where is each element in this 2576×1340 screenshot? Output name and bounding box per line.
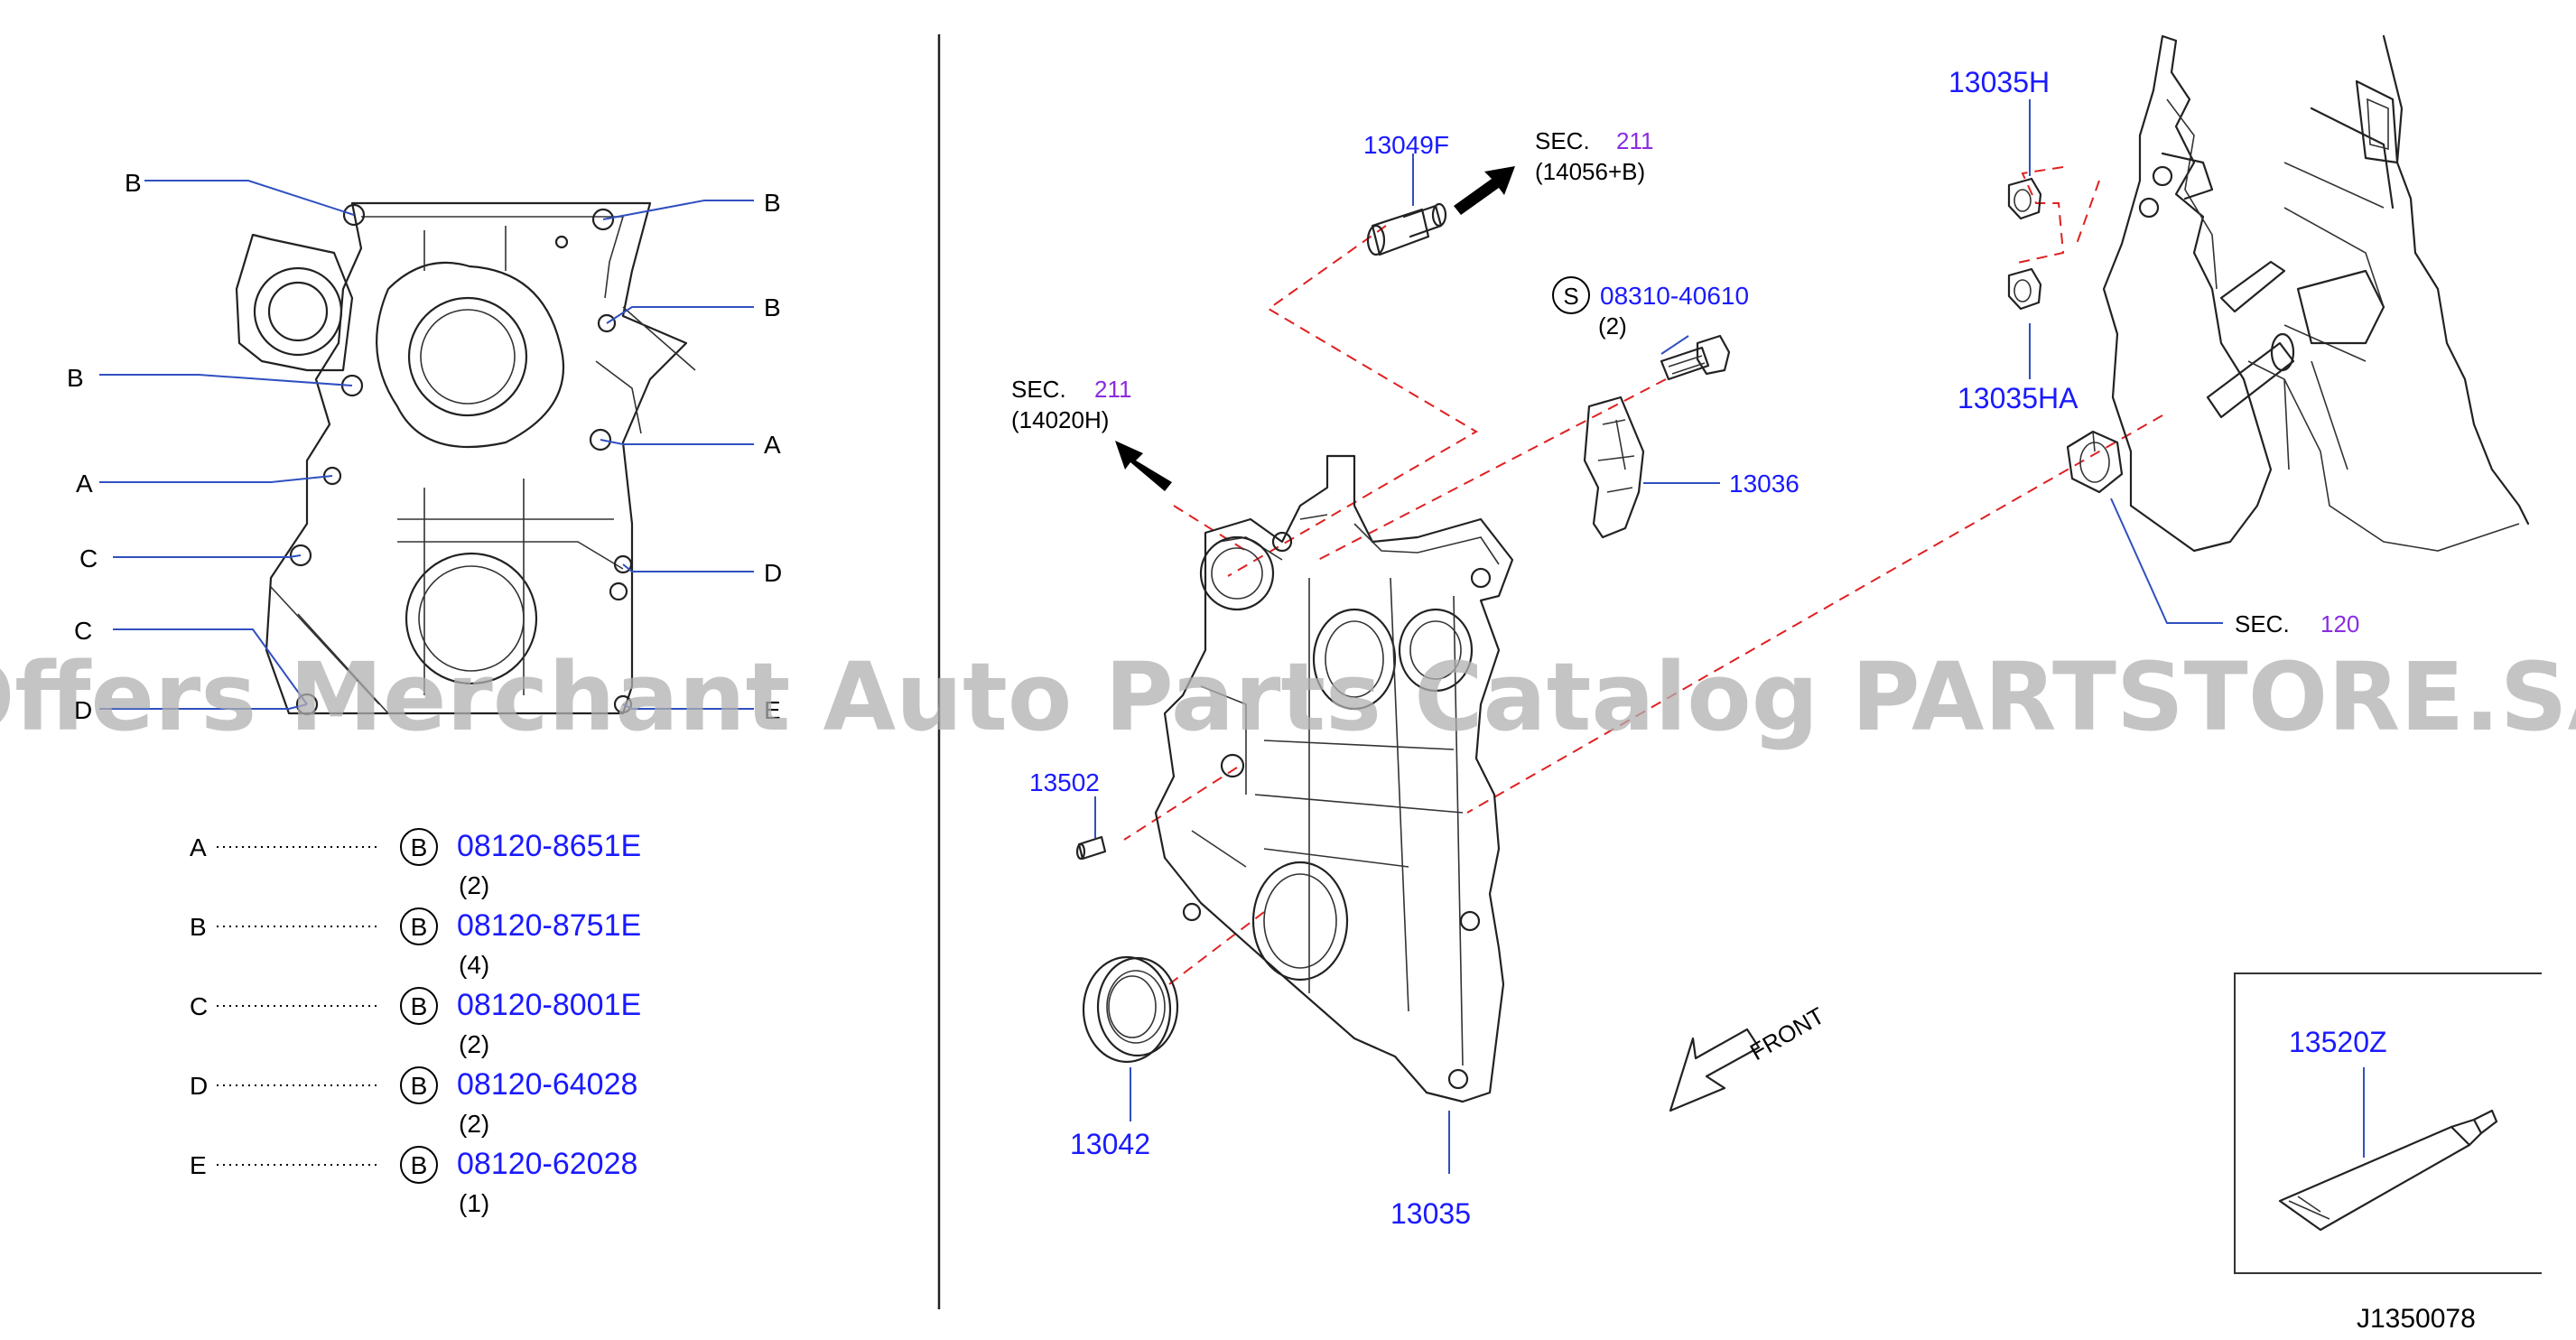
- sec211-top-label: SEC.: [1535, 127, 1590, 154]
- legend-letter: B: [190, 913, 207, 941]
- bolt-label-c-upper: C: [79, 544, 98, 572]
- part-13035-front-cover: [1154, 454, 1514, 1103]
- sec211-top-subref: (14056+B): [1535, 158, 1645, 185]
- legend-letter: D: [190, 1072, 208, 1100]
- bolt-08310-label[interactable]: 08310-40610: [1600, 282, 1749, 310]
- part-13502-label[interactable]: 13502: [1029, 768, 1100, 796]
- legend-symbol: B: [411, 1151, 428, 1179]
- bolt-bosses: [289, 203, 633, 716]
- part-13035-label[interactable]: 13035: [1390, 1197, 1471, 1230]
- bolt-label-a-left: A: [76, 470, 93, 498]
- bolt-label-b-right: B: [764, 293, 781, 321]
- sealant-box: [2234, 972, 2542, 1274]
- bolt-label-d-left: D: [74, 696, 92, 724]
- sec120-label: SEC.: [2235, 610, 2290, 637]
- legend-part-number[interactable]: 08120-8651E: [457, 829, 641, 863]
- legend-part-number[interactable]: 08120-64028: [457, 1067, 637, 1102]
- bolt-label-b-top-right: B: [764, 189, 781, 217]
- legend-letter: C: [190, 992, 208, 1020]
- sec120-bushing: [2066, 430, 2124, 494]
- sec211-left-subref: (14020H): [1011, 406, 1109, 433]
- legend-part-number[interactable]: 08120-8001E: [457, 988, 641, 1022]
- legend-row-e: E B 08120-62028 (1): [190, 1146, 637, 1217]
- legend-letter: E: [190, 1151, 207, 1179]
- legend-symbol: B: [411, 992, 428, 1020]
- legend-row-c: C B 08120-8001E (2): [190, 987, 641, 1058]
- bolt-location-view: B B B B A A C D C D E: [67, 169, 782, 724]
- part-13035HA-label[interactable]: 13035HA: [1958, 382, 2078, 414]
- part-13035H-stud: [2007, 177, 2042, 220]
- watermark: Offers Merchant Auto Parts Catalog PARTS…: [0, 642, 2576, 752]
- bolt-symbol: S: [1563, 283, 1578, 310]
- legend-row-a: A B 08120-8651E (2): [190, 828, 641, 899]
- legend-qty: (2): [459, 1110, 489, 1138]
- part-13036-label[interactable]: 13036: [1729, 470, 1799, 498]
- bolt-label-d-right: D: [764, 559, 782, 587]
- legend-letter: A: [190, 833, 207, 861]
- bolt-08310: [1660, 334, 1731, 381]
- part-13502-dowel: [1075, 835, 1107, 861]
- legend-qty: (1): [459, 1189, 489, 1217]
- part-13520Z-label[interactable]: 13520Z: [2289, 1026, 2387, 1058]
- legend-part-number[interactable]: 08120-62028: [457, 1147, 637, 1181]
- part-13042-label[interactable]: 13042: [1070, 1128, 1150, 1160]
- legend-symbol: B: [411, 1072, 428, 1100]
- legend-symbol: B: [411, 833, 428, 861]
- sec211-top-number[interactable]: 211: [1616, 127, 1653, 154]
- part-13042-oil-seal: [1082, 955, 1179, 1064]
- bolt-label-b-left: B: [67, 364, 84, 392]
- bolt-legend: A B 08120-8651E (2) B B 08120-8751E (4) …: [190, 828, 641, 1217]
- bolt-label-a-right: A: [764, 431, 781, 459]
- drawing-id: J1350078: [2357, 1304, 2476, 1334]
- sec120-number[interactable]: 120: [2320, 610, 2359, 637]
- bolt-label-c-lower: C: [74, 617, 92, 645]
- part-13036-bracket: [1583, 395, 1645, 539]
- legend-qty: (2): [459, 1030, 489, 1058]
- legend-symbol: B: [411, 913, 428, 941]
- legend-row-d: D B 08120-64028 (2): [190, 1066, 637, 1138]
- sec211-left-number[interactable]: 211: [1094, 376, 1131, 403]
- bolt-label-e-right: E: [764, 696, 781, 724]
- exploded-view: 13049F SEC. 211 (14056+B) S 08310-40610 …: [1011, 34, 2542, 1334]
- part-13049F-label[interactable]: 13049F: [1363, 131, 1449, 159]
- legend-qty: (4): [459, 951, 489, 979]
- bolt-label-b-top-left: B: [125, 169, 142, 197]
- front-direction-arrow: [1669, 1028, 1761, 1112]
- legend-qty: (2): [459, 871, 489, 899]
- sec211-left-label: SEC.: [1011, 376, 1066, 403]
- sec211-left-arrow: [1115, 441, 1172, 491]
- bolt-08310-qty: (2): [1598, 312, 1627, 340]
- sec211-top-arrow: [1454, 166, 1515, 215]
- part-13049F-pin: [1366, 202, 1447, 256]
- legend-part-number[interactable]: 08120-8751E: [457, 908, 641, 943]
- part-13035H-label[interactable]: 13035H: [1948, 66, 2050, 98]
- engine-block: [2102, 34, 2530, 553]
- front-label: FRONT: [1745, 1001, 1829, 1065]
- legend-row-b: B B 08120-8751E (4): [190, 907, 641, 979]
- part-13035HA-stud: [2007, 267, 2042, 311]
